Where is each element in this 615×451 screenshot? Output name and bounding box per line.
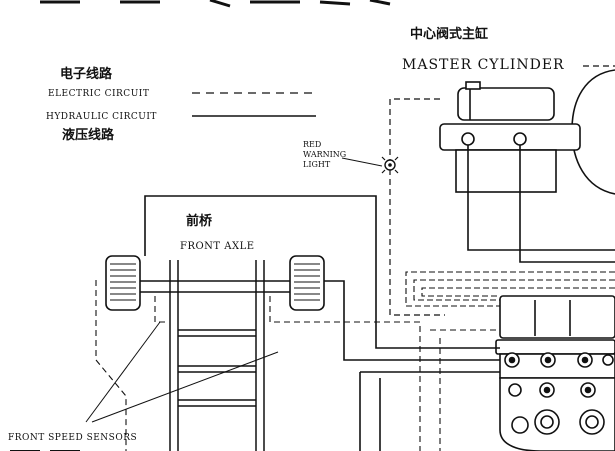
speed-sensor-pointers (85, 321, 279, 423)
electric-harness-bundle (405, 271, 615, 307)
right-wheel (289, 255, 325, 311)
front-speed-sensors-label: FRONT SPEED SENSORS (8, 433, 137, 443)
red-warning-label-3: LIGHT (303, 160, 331, 169)
legend-hydraulic-cn: 液压线路 (62, 127, 115, 143)
electric-lines-speed-sensors (95, 280, 500, 451)
hydraulic-lines-wheels (144, 195, 500, 451)
master-cylinder-en-label: MASTER CYLINDER (402, 57, 565, 73)
legend-hydraulic-en: HYDRAULIC CIRCUIT (46, 112, 157, 122)
master-cylinder (439, 65, 615, 195)
legend-electric-cn: 电子线路 (60, 66, 113, 82)
legend-electric-en: ELECTRIC CIRCUIT (48, 89, 149, 99)
front-axle-en-label: FRONT AXLE (180, 241, 255, 252)
red-warning-light: RED WARNING LIGHT (303, 140, 399, 174)
red-warning-label-1: RED (303, 140, 321, 149)
hydraulic-lines-master-to-modulator (467, 145, 615, 263)
hydraulic-modulator (495, 295, 615, 451)
front-axle-beam (140, 280, 292, 293)
chassis-frame (169, 260, 265, 451)
electric-line-master-cylinder (389, 98, 445, 316)
red-warning-label-2: WARNING (303, 150, 346, 159)
legend: 电子线路 ELECTRIC CIRCUIT HYDRAULIC CIRCUIT … (46, 66, 316, 143)
cropped-title-strokes (40, 0, 391, 8)
master-cylinder-cn-label: 中心阀式主缸 (410, 26, 488, 42)
left-wheel (105, 255, 141, 311)
front-axle-cn-label: 前桥 (186, 213, 213, 229)
